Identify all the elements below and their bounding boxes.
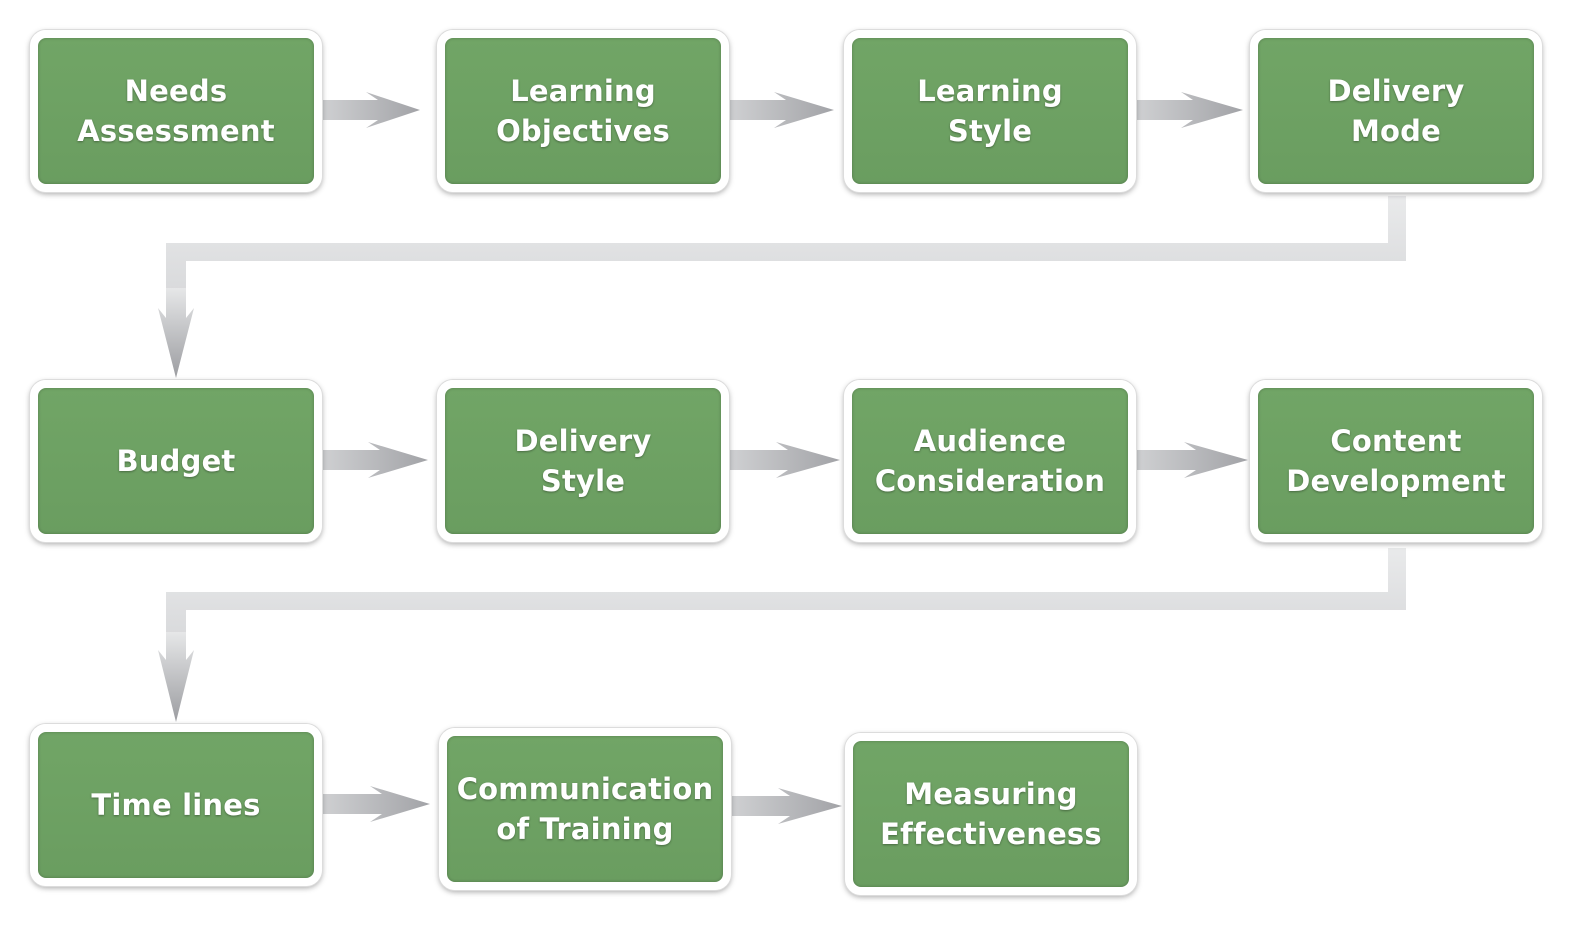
step-label: Measuring Effectiveness <box>880 777 1102 851</box>
arrow-communication-of-training-to-measuring-effectiveness <box>732 788 842 824</box>
arrow-budget-to-delivery-style <box>322 442 428 478</box>
arrow-needs-assessment-to-learning-objectives <box>322 92 420 128</box>
step-measuring-effectiveness: Measuring Effectiveness <box>845 733 1137 895</box>
arrow-learning-objectives-to-learning-style <box>730 92 834 128</box>
step-label: Communication of Training <box>456 772 714 846</box>
wrap-connector-content-development-to-time-lines <box>166 548 1406 634</box>
step-label: Content Development <box>1286 424 1506 498</box>
step-label: Delivery Mode <box>1327 74 1465 148</box>
step-content-development: Content Development <box>1250 380 1542 542</box>
step-needs-assessment: Needs Assessment <box>30 30 322 192</box>
step-communication-of-training: Communication of Training <box>439 728 731 890</box>
arrow-content-development-to-time-lines <box>158 632 194 722</box>
arrow-learning-style-to-delivery-mode <box>1137 92 1243 128</box>
step-audience-consideration: Audience Consideration <box>844 380 1136 542</box>
step-delivery-mode: Delivery Mode <box>1250 30 1542 192</box>
arrow-delivery-mode-to-budget <box>158 288 194 378</box>
step-label: Learning Objectives <box>496 74 670 148</box>
step-time-lines: Time lines <box>30 724 322 886</box>
step-label: Delivery Style <box>514 424 652 498</box>
arrow-delivery-style-to-audience-consideration <box>730 442 840 478</box>
step-label: Needs Assessment <box>77 74 275 148</box>
wrap-connector-delivery-mode-to-budget <box>166 196 1406 290</box>
step-delivery-style: Delivery Style <box>437 380 729 542</box>
step-learning-style: Learning Style <box>844 30 1136 192</box>
step-label: Learning Style <box>917 74 1063 148</box>
step-label: Budget <box>116 444 236 478</box>
step-budget: Budget <box>30 380 322 542</box>
step-learning-objectives: Learning Objectives <box>437 30 729 192</box>
arrow-time-lines-to-communication-of-training <box>322 786 430 822</box>
step-label: Time lines <box>91 788 261 822</box>
arrow-audience-consideration-to-content-development <box>1137 442 1248 478</box>
step-label: Audience Consideration <box>874 424 1106 498</box>
